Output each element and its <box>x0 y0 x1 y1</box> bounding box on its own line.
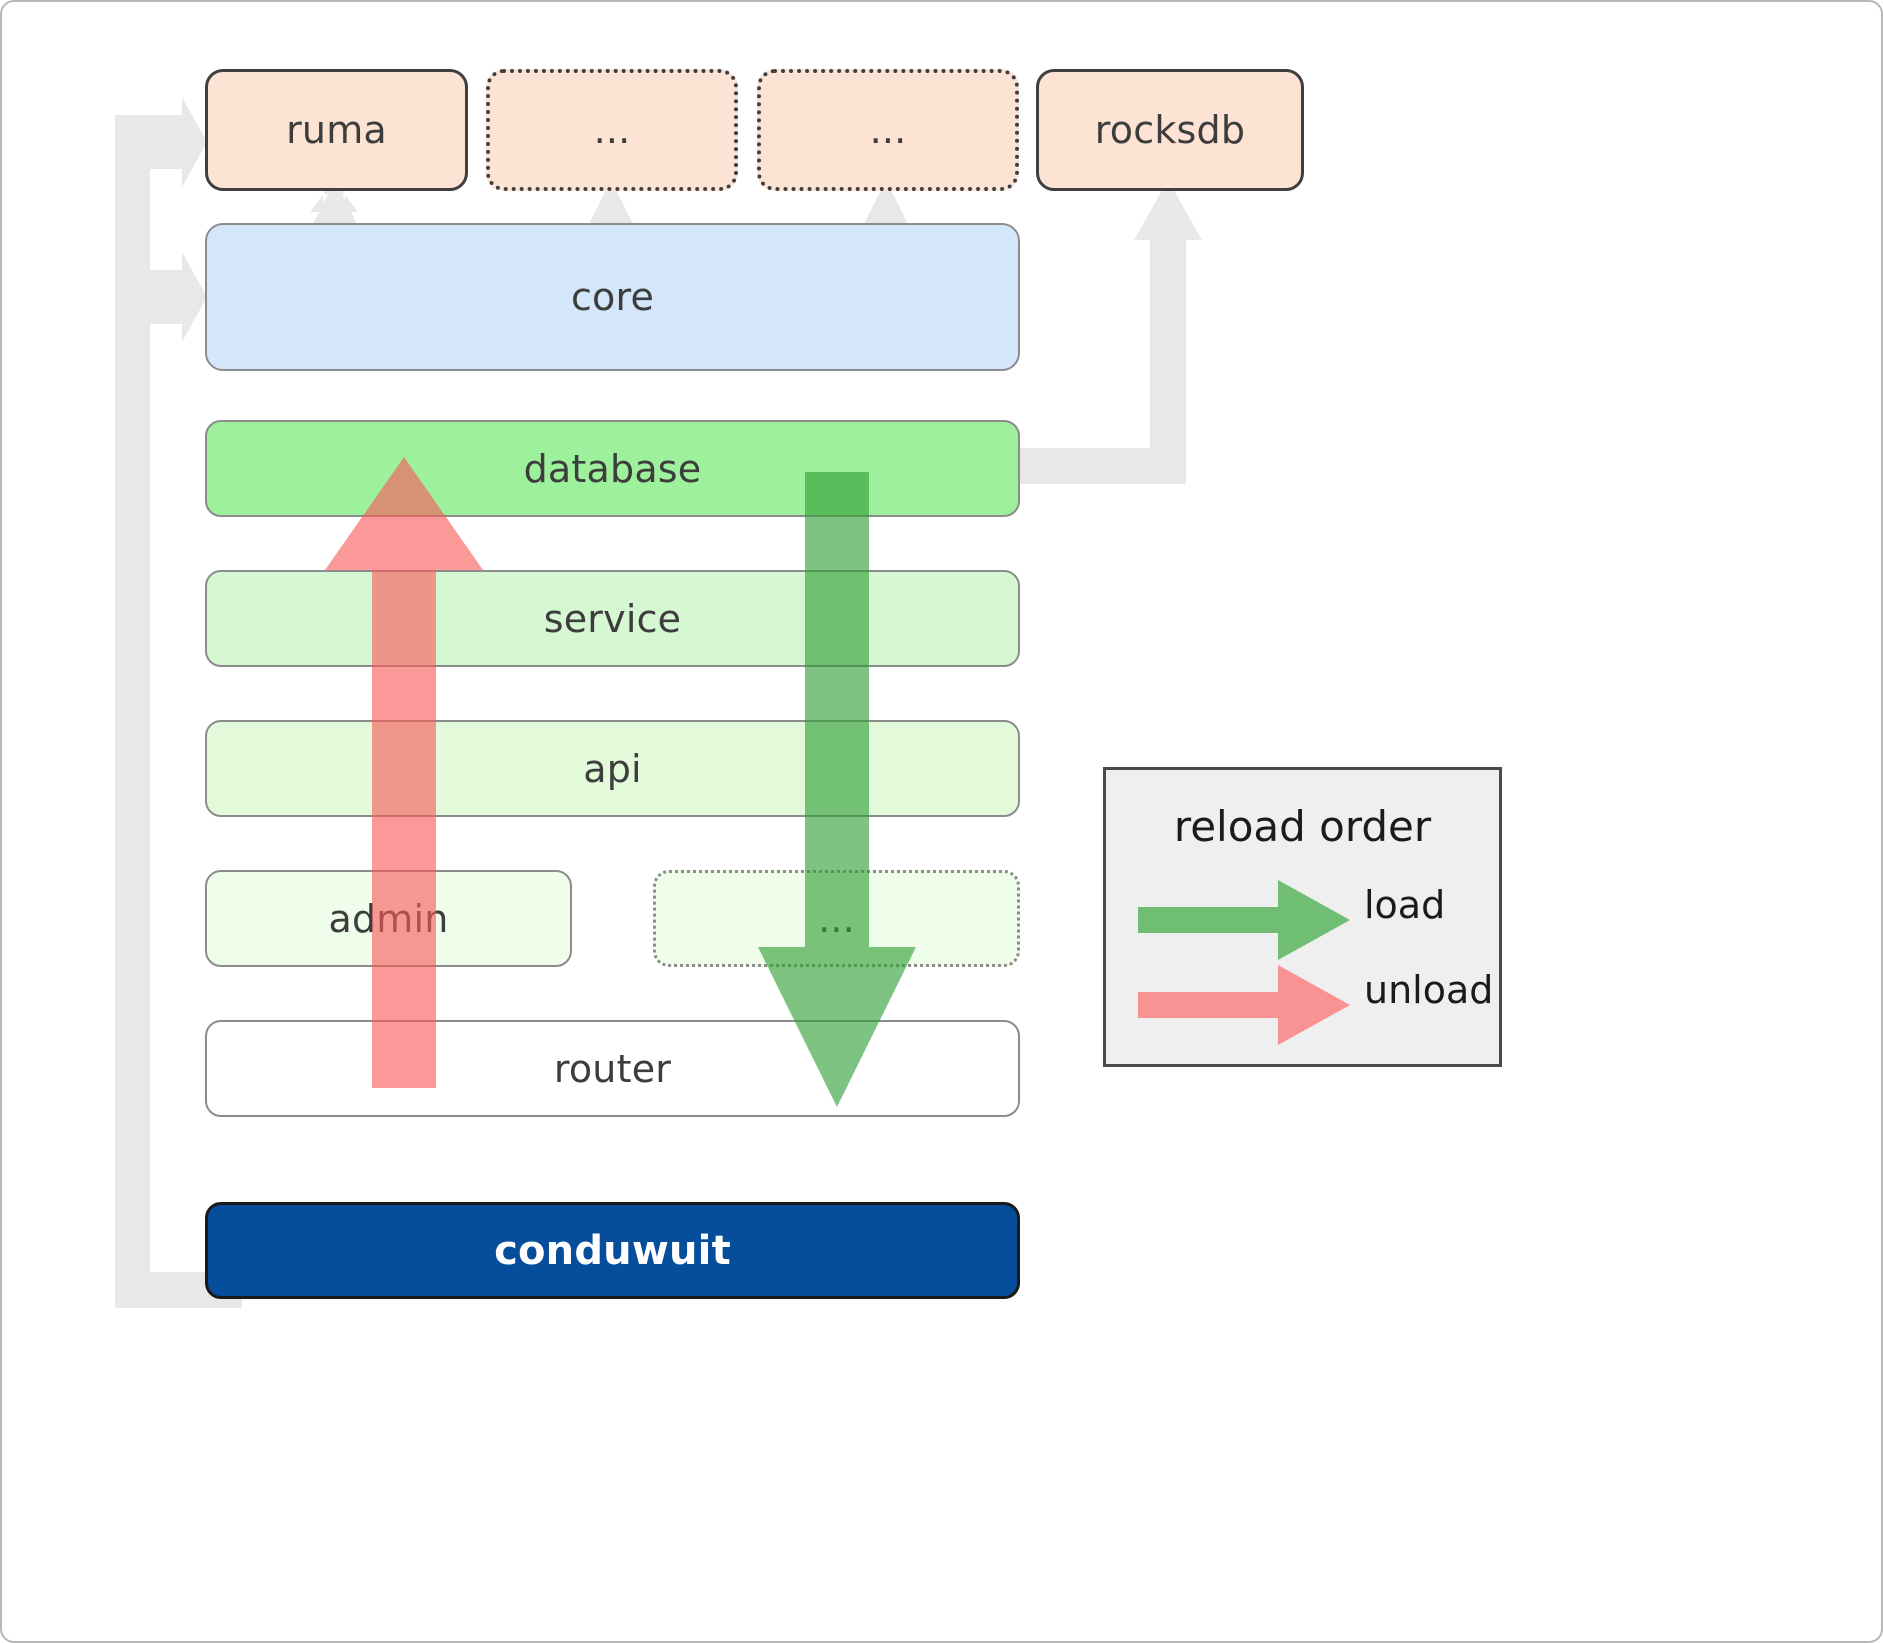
legend-label-load: load <box>1364 883 1446 927</box>
connector-arrow-to-ruma <box>115 97 207 187</box>
crate-box-conduwuit[interactable]: conduwuit <box>205 1202 1020 1299</box>
crate-box-database[interactable]: database <box>205 420 1020 517</box>
dependency-label-rocksdb: rocksdb <box>1094 108 1246 152</box>
connector-database-to-rocksdb-riser <box>1150 240 1186 484</box>
dependency-box-ruma[interactable]: ruma <box>205 69 468 191</box>
legend-unload-arrow-icon <box>1138 965 1350 1045</box>
dependency-label-ellipsis-1: ... <box>593 108 631 152</box>
crate-box-ellipsis[interactable]: ... <box>653 870 1020 967</box>
dependency-box-rocksdb[interactable]: rocksdb <box>1036 69 1304 191</box>
crate-label-router: router <box>553 1046 672 1091</box>
crate-box-admin[interactable]: admin <box>205 870 572 967</box>
crate-label-service: service <box>543 596 682 641</box>
legend-label-unload: unload <box>1364 968 1494 1012</box>
connector-database-to-rocksdb-horizontal <box>1017 448 1177 484</box>
crate-label-database: database <box>523 446 702 491</box>
crate-label-core: core <box>570 275 655 319</box>
crate-box-router[interactable]: router <box>205 1020 1020 1117</box>
connector-arrow-to-core <box>115 252 207 342</box>
crate-label-admin: admin <box>328 896 449 941</box>
dependency-label-ellipsis-2: ... <box>869 108 907 152</box>
crate-label-api: api <box>583 746 642 791</box>
dependency-box-ellipsis-1[interactable]: ... <box>486 69 738 191</box>
crate-box-api[interactable]: api <box>205 720 1020 817</box>
legend-load-arrow-icon <box>1138 880 1350 960</box>
crate-box-core[interactable]: core <box>205 223 1020 371</box>
crate-box-service[interactable]: service <box>205 570 1020 667</box>
dependency-label-ruma: ruma <box>286 108 387 152</box>
dependency-box-ellipsis-2[interactable]: ... <box>757 69 1019 191</box>
crate-label-ellipsis: ... <box>818 896 855 941</box>
connector-left-riser <box>115 133 150 1272</box>
crate-label-conduwuit: conduwuit <box>494 1227 731 1274</box>
legend-title: reload order <box>1173 802 1432 851</box>
legend-panel: reload order load unload <box>1103 767 1502 1067</box>
